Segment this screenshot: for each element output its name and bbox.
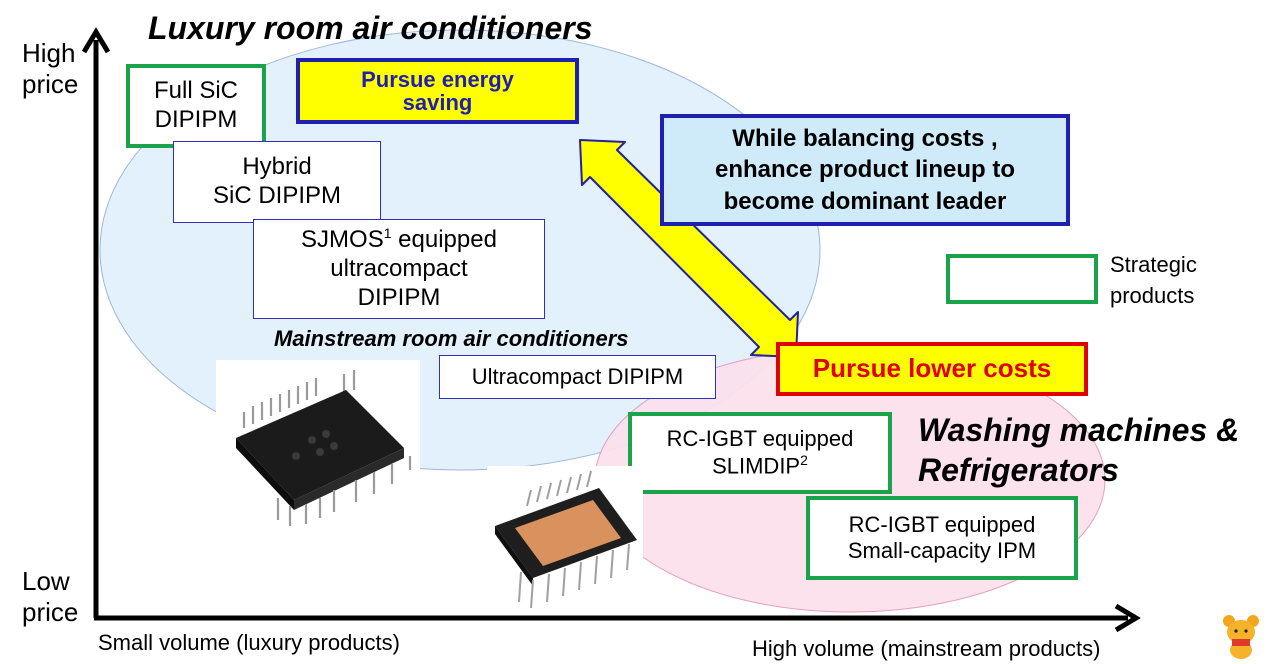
hybrid-sic-dipipm-box: Hybrid SiC DIPIPM — [173, 141, 381, 223]
rc-ipm-line2: Small-capacity IPM — [847, 538, 1037, 563]
balance-line2: enhance product lineup to — [714, 156, 1015, 184]
sjmos-line2: ultracompact — [330, 255, 468, 283]
full-sic-line1: Full SiC — [153, 77, 238, 105]
legend-swatch — [946, 254, 1098, 304]
sjmos-footnote: 1 — [383, 225, 392, 242]
balance-line3: become dominant leader — [723, 187, 1007, 215]
x-axis-low-label: Small volume (luxury products) — [98, 630, 400, 655]
pursue-lower-costs-callout: Pursue lower costs — [776, 342, 1088, 396]
slim-bottom-pins — [518, 543, 630, 609]
energy-line2: saving — [402, 90, 473, 115]
top-pins — [242, 370, 356, 428]
rc-igbt-ipm-box: RC-IGBT equipped Small-capacity IPM — [806, 496, 1078, 580]
bottom-pins — [276, 456, 412, 526]
rc-slim-text: SLIMDIP — [712, 453, 801, 479]
mainstream-heading: Mainstream room air conditioners — [274, 326, 629, 351]
hybrid-line1: Hybrid — [242, 153, 312, 181]
module-front — [294, 448, 404, 510]
y-low-line2: price — [22, 596, 79, 627]
slim-copper-plate — [515, 500, 621, 566]
y-axis-high-label: High price — [22, 38, 78, 99]
x-axis-high-label: High volume (mainstream products) — [752, 636, 1101, 661]
balance-costs-callout: While balancing costs , enhance product … — [660, 114, 1070, 226]
slimdip-module-image — [487, 466, 643, 612]
module-body — [236, 390, 404, 500]
mascot-eye-left — [1234, 629, 1238, 633]
full-sic-dipipm-box: Full SiC DIPIPM — [126, 64, 266, 148]
dipipm-module-image — [216, 360, 420, 530]
rc-slim-footnote: 2 — [800, 452, 808, 469]
balance-line1: While balancing costs , — [732, 125, 998, 153]
legend-label: Strategic products — [1110, 250, 1197, 312]
mascot-head — [1227, 620, 1255, 644]
y-axis-arrowhead — [81, 27, 111, 54]
x-axis-arrowhead — [1114, 603, 1141, 633]
sjmos-dipipm-box: SJMOS1 equipped ultracompact DIPIPM — [253, 219, 545, 319]
mascot-bib — [1232, 639, 1250, 646]
legend-line2: products — [1110, 282, 1195, 308]
y-axis-low-label: Low price — [22, 566, 78, 627]
y-high-line1: High — [22, 38, 76, 68]
slim-side — [495, 526, 533, 586]
mascot-logo-icon — [1223, 615, 1259, 659]
sjmos-line3: DIPIPM — [357, 283, 441, 311]
module-side — [236, 438, 294, 510]
full-sic-line2: DIPIPM — [154, 106, 238, 133]
slim-top-pins — [526, 470, 592, 507]
hybrid-line2: SiC DIPIPM — [212, 182, 341, 209]
y-low-line1: Low — [22, 566, 70, 596]
rc-slim-line1: RC-IGBT equipped — [666, 425, 854, 451]
washing-heading: Washing machines & — [918, 412, 1240, 448]
lower-costs-label: Pursue lower costs — [812, 353, 1052, 384]
sjmos-text: SJMOS — [301, 226, 384, 254]
ultracompact-dipipm-box: Ultracompact DIPIPM — [439, 355, 716, 399]
y-high-line2: price — [22, 68, 79, 99]
energy-line1: Pursue energy — [361, 66, 514, 92]
mascot-eye-right — [1244, 629, 1248, 633]
rc-ipm-line1: RC-IGBT equipped — [848, 511, 1036, 537]
sjmos-line1: SJMOS1 equipped — [301, 225, 497, 255]
rc-slim-line2: SLIMDIP2 — [712, 452, 808, 480]
pursue-energy-saving-callout: Pursue energy saving — [296, 58, 579, 124]
legend-line1: Strategic — [1110, 252, 1197, 277]
rc-igbt-slimdip-box: RC-IGBT equipped SLIMDIP2 — [628, 412, 892, 494]
luxury-heading: Luxury room air conditioners — [148, 10, 593, 46]
sjmos-text-b: equipped — [391, 226, 497, 254]
refrigerators-heading: Refrigerators — [918, 452, 1119, 488]
module-holes — [292, 430, 338, 460]
ultracompact-label: Ultracompact DIPIPM — [471, 363, 684, 389]
